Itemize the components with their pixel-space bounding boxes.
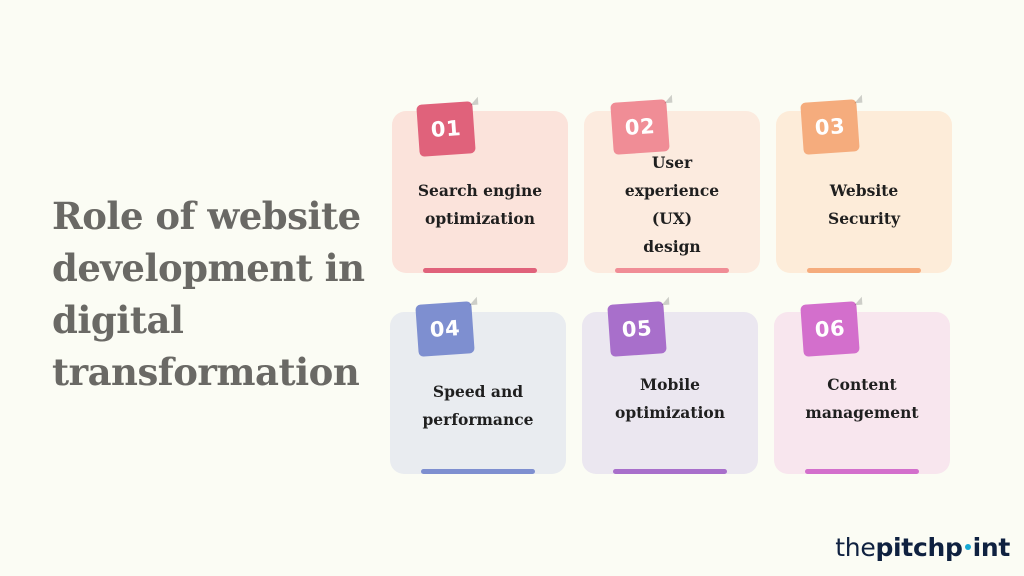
card-search-engine-optimization: Search engine optimization	[392, 111, 568, 273]
card-label: Mobile optimization	[614, 375, 725, 422]
logo-dot-icon	[964, 544, 971, 550]
card-accent-bar	[805, 469, 919, 474]
card-number-badge: 06	[800, 301, 860, 357]
title-line-4: transformation	[52, 350, 360, 394]
logo-text-pitchp: pitchp	[875, 533, 963, 562]
card-mobile-optimization: Mobile optimization	[582, 312, 758, 474]
card-label: Search engine optimization	[417, 181, 543, 228]
logo-text-the: the	[835, 533, 876, 562]
brand-logo: thepitchp int	[835, 533, 1010, 562]
card-accent-bar	[615, 268, 729, 273]
logo-text-int: int	[972, 533, 1011, 562]
card-accent-bar	[423, 268, 537, 273]
title-line-2: development in	[52, 246, 365, 290]
card-accent-bar	[807, 268, 921, 273]
card-label: Content management	[805, 375, 919, 422]
card-accent-bar	[421, 469, 535, 474]
card-content-management: Content management	[774, 312, 950, 474]
title-line-1: Role of website	[52, 194, 361, 238]
card-number-badge: 05	[607, 301, 667, 357]
title-line-3: digital	[52, 298, 184, 342]
card-label: Speed and performance	[422, 382, 534, 429]
page-title: Role of website development in digital t…	[52, 190, 365, 398]
card-speed-and-performance: Speed and performance	[390, 312, 566, 474]
card-accent-bar	[613, 469, 727, 474]
card-number-badge: 02	[610, 99, 670, 155]
card-label: Website Security	[828, 181, 900, 228]
card-number-badge: 03	[800, 99, 860, 155]
card-number-badge: 01	[416, 101, 476, 157]
card-user-experience-design: User experience (UX) design	[584, 111, 760, 273]
card-number-badge: 04	[415, 301, 475, 357]
card-label: User experience (UX) design	[624, 153, 720, 256]
